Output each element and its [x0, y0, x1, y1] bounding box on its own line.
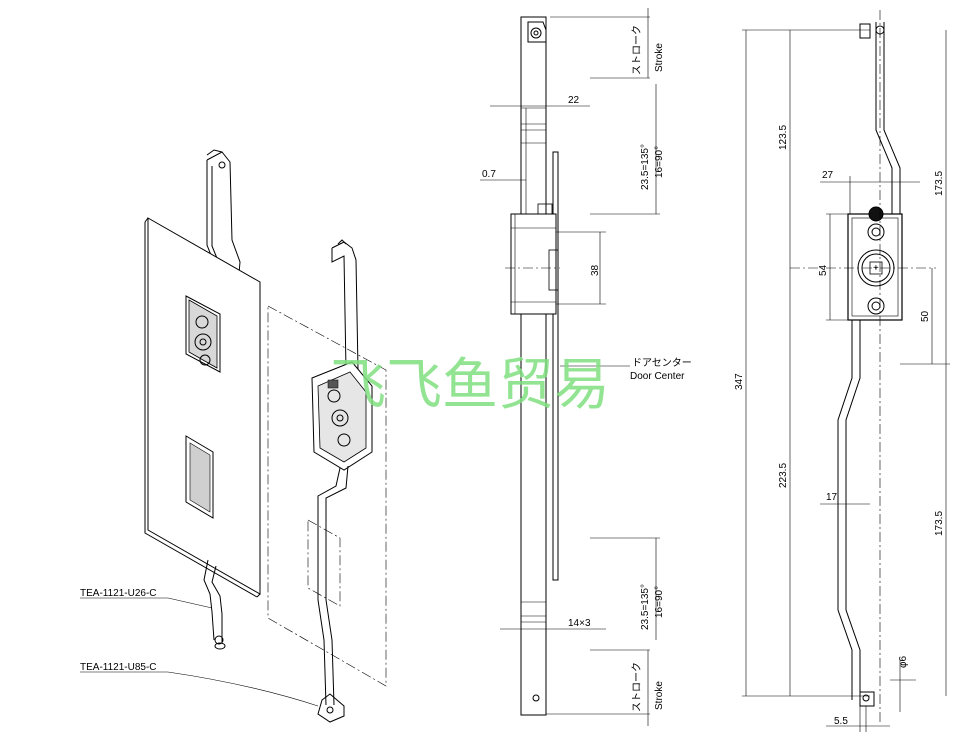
stroke-label-bottom-jp: ストローク [631, 662, 643, 712]
angle-bottom-a: 23.5=135° [640, 584, 651, 630]
stroke-label-top-en: Stroke [654, 43, 665, 72]
isometric-view: TEA-1121-U26-C TEA-1121-U85-C [80, 149, 387, 723]
part-callouts: TEA-1121-U26-C TEA-1121-U85-C [80, 588, 319, 707]
dim-38: 38 [590, 264, 601, 276]
angle-top-a: 23.5=135° [640, 144, 651, 190]
dim-5-5: 5.5 [834, 716, 848, 727]
dim-54: 54 [818, 264, 829, 276]
dim-phi6: φ6 [898, 656, 909, 668]
front-view: + 347 123.5 223.5 173.5 173.5 27 [734, 10, 950, 732]
dim-173-5-lower: 173.5 [934, 511, 945, 536]
side-view: ストローク Stroke 22 0.7 23.5=135° 16=90° 38 … [480, 8, 692, 726]
dim-123-5: 123.5 [778, 125, 789, 150]
angle-bottom-b: 16=90° [654, 586, 665, 618]
dim-22: 22 [568, 95, 580, 106]
stroke-label-bottom-en: Stroke [654, 681, 665, 710]
dim-223-5: 223.5 [778, 463, 789, 488]
dim-27: 27 [822, 170, 834, 181]
dim-14x3: 14×3 [568, 618, 591, 629]
dashed-door-outline [267, 305, 387, 687]
door-panel [144, 217, 261, 598]
dim-50: 50 [920, 310, 931, 322]
part-label-u85: TEA-1121-U85-C [80, 662, 157, 673]
angle-top-b: 16=90° [654, 146, 665, 178]
dim-347: 347 [734, 373, 745, 390]
door-center-en: Door Center [630, 371, 685, 382]
watermark: 飞飞鱼贸易 [330, 353, 610, 418]
latch-rod-assembly [307, 239, 373, 723]
svg-text:+: + [873, 263, 879, 274]
dim-173-5-upper: 173.5 [934, 171, 945, 196]
part-label-u26: TEA-1121-U26-C [80, 588, 157, 599]
dim-0-7: 0.7 [482, 169, 496, 180]
lower-rod-stub [203, 559, 226, 650]
door-center-jp: ドアセンター [632, 357, 692, 369]
dim-17: 17 [826, 492, 838, 503]
stroke-label-top-jp: ストローク [631, 25, 643, 75]
